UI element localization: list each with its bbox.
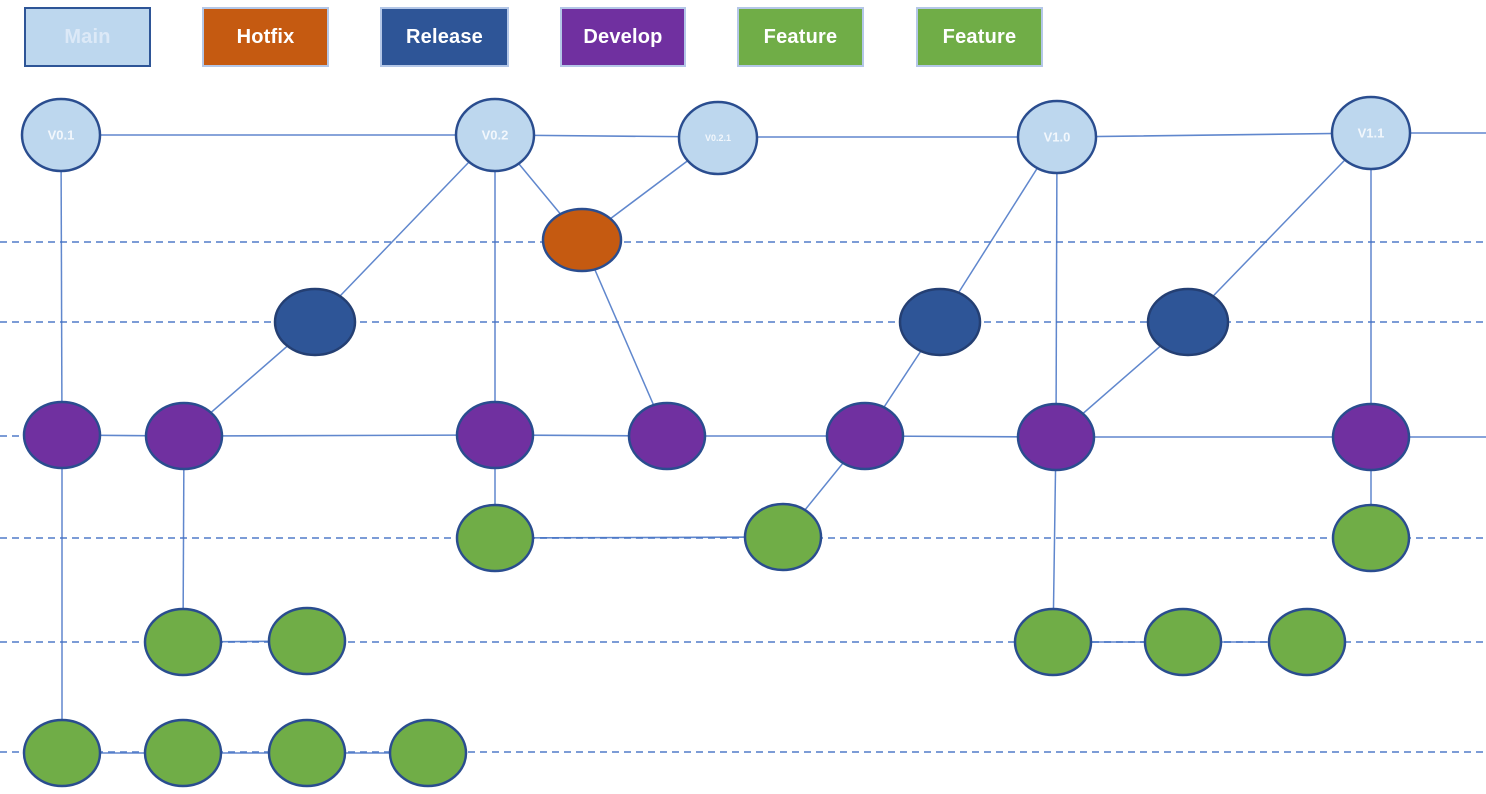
node-v0-1: [20, 97, 102, 173]
node-develop-7: [1331, 402, 1411, 472]
node-feature2-1: [143, 607, 223, 677]
node-hotfix-1: [541, 207, 623, 273]
node-feature1-1: [455, 503, 535, 573]
node-develop-2: [144, 401, 224, 471]
legend-item-develop: Develop: [560, 7, 686, 67]
node-feature2-2: [267, 606, 347, 676]
node-develop-1: [22, 400, 102, 470]
node-label-v0-1: V0.1: [48, 128, 75, 143]
node-v1-1: [1330, 95, 1412, 171]
node-v1-0: [1016, 99, 1098, 175]
node-v0-2-1: [677, 100, 759, 176]
legend-item-main: Main: [24, 7, 151, 67]
edge-develop-2-feature2-1: [182, 435, 185, 643]
node-release-1: [273, 287, 357, 357]
edge-release-1-v0-2: [314, 134, 496, 323]
edge-release-3-v1-1: [1187, 132, 1372, 323]
node-feature3-1: [22, 718, 102, 788]
legend-item-feature-1: Feature: [737, 7, 864, 67]
node-develop-6: [1016, 402, 1096, 472]
node-feature2-5: [1267, 607, 1347, 677]
node-label-v0-2-1: V0.2.1: [705, 133, 731, 143]
node-label-v0-2: V0.2: [482, 128, 509, 143]
node-develop-3: [455, 400, 535, 470]
lane-feature-1-line-0: [494, 536, 784, 539]
node-label-v1-1: V1.1: [1358, 126, 1385, 141]
node-feature2-4: [1143, 607, 1223, 677]
node-develop-5: [825, 401, 905, 471]
node-label-v1-0: V1.0: [1044, 130, 1071, 145]
edge-v1-0-develop-6: [1055, 136, 1058, 438]
legend-item-release: Release: [380, 7, 509, 67]
legend: Main Hotfix Release Develop Feature Feature: [0, 0, 1486, 80]
node-develop-4: [627, 401, 707, 471]
edge-v0-1-develop-1: [60, 134, 63, 436]
legend-item-feature-2: Feature: [916, 7, 1043, 67]
node-release-3: [1146, 287, 1230, 357]
node-v0-2: [454, 97, 536, 173]
legend-item-hotfix: Hotfix: [202, 7, 329, 67]
node-feature3-4: [388, 718, 468, 788]
node-feature2-3: [1013, 607, 1093, 677]
edge-hotfix-1-develop-4: [581, 239, 668, 437]
lane-main-line-0: [61, 132, 1486, 138]
node-feature3-2: [143, 718, 223, 788]
node-feature3-3: [267, 718, 347, 788]
node-feature1-2: [743, 502, 823, 572]
node-release-2: [898, 287, 982, 357]
lane-develop-line-0: [61, 434, 1486, 438]
node-feature1-3: [1331, 503, 1411, 573]
